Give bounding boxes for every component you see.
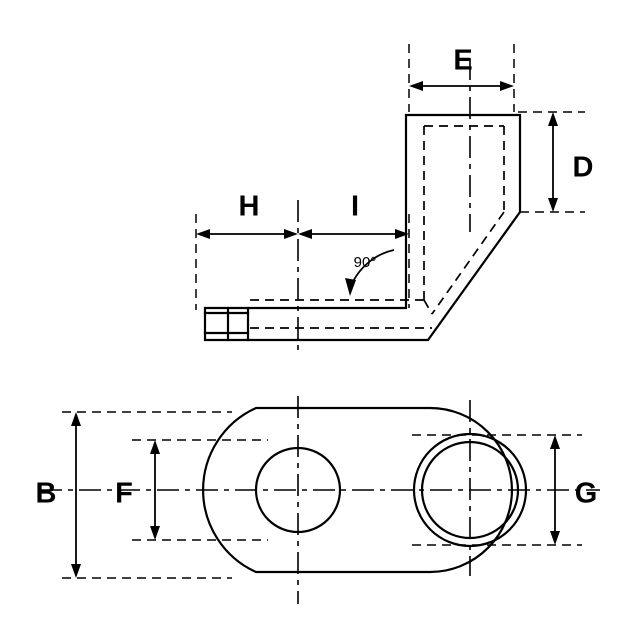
dim-d-arrow-bottom [548, 198, 558, 212]
side-view-center-lines [297, 58, 471, 352]
dim-b-label: B [36, 478, 57, 510]
angle-annotation-90: 90° [345, 249, 395, 296]
right-bore-inner-circle [420, 440, 520, 540]
dim-e-label: E [453, 45, 472, 77]
dim-f-arrow-top [150, 440, 160, 454]
bracket-profile-outline [203, 113, 522, 342]
plan-body-outline [202, 406, 514, 574]
angle-leader-arrowhead [345, 278, 356, 296]
dim-i-arrow-left [298, 229, 312, 239]
angle-label-text: 90° [354, 254, 377, 271]
dim-f-label: F [115, 478, 133, 510]
dim-i-arrow-right [395, 229, 409, 239]
dim-e-arrow-right [500, 81, 514, 91]
side-view-outline [203, 113, 522, 342]
dimension-e: E [409, 45, 514, 91]
dim-b-arrow-top [71, 412, 81, 426]
dim-h-arrow-right [284, 229, 298, 239]
side-elevation-view: 90° E D H [195, 44, 593, 352]
dimension-h: H [196, 191, 298, 239]
dimension-f: F [115, 440, 160, 540]
side-view-extension-lines [195, 44, 585, 310]
dim-b-arrow-bottom [71, 564, 81, 578]
dim-h-label: H [239, 191, 260, 223]
dim-g-arrow-top [550, 435, 560, 449]
dim-f-arrow-bottom [150, 526, 160, 540]
dim-g-arrow-bottom [550, 531, 560, 545]
dimension-b: B [36, 412, 81, 578]
plan-view-extension-lines [62, 411, 582, 579]
hidden-edge-inner-chamfer [431, 211, 505, 315]
dim-i-label: I [351, 191, 359, 223]
plan-view: B F G [36, 396, 600, 604]
dim-d-label: D [573, 152, 594, 184]
dimension-i: I [298, 191, 409, 239]
left-bore-circle [254, 446, 342, 534]
dim-e-arrow-left [409, 81, 423, 91]
hidden-edge-inner-bottom-join [423, 299, 433, 315]
right-bore-outer-circle [412, 432, 528, 548]
dim-h-arrow-left [196, 229, 210, 239]
dim-d-arrow-top [548, 112, 558, 126]
dim-g-label: G [575, 478, 598, 510]
dimension-g: G [550, 435, 597, 545]
side-view-hidden-edges [250, 125, 505, 329]
plan-view-outline [202, 406, 528, 574]
dimension-d: D [548, 112, 593, 212]
